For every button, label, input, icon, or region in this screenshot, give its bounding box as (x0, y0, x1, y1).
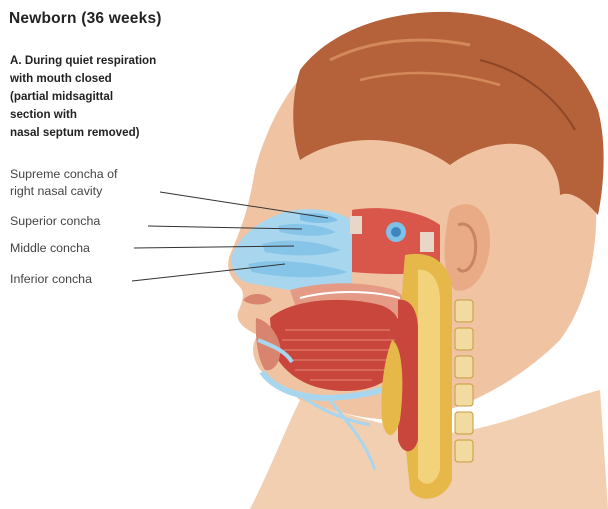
label-supreme-concha-line1: Supreme concha of (10, 166, 117, 183)
caption-line: with mouth closed (10, 70, 250, 88)
caption-line: nasal septum removed) (10, 124, 250, 142)
caption-line: (partial midsagittal (10, 88, 250, 106)
label-superior-concha: Superior concha (10, 213, 100, 230)
label-inferior-concha: Inferior concha (10, 271, 92, 288)
page-title: Newborn (36 weeks) (9, 10, 162, 28)
label-supreme-concha-line2: right nasal cavity (10, 183, 102, 200)
caption: A. During quiet respiration with mouth c… (10, 52, 250, 142)
caption-line: section with (10, 106, 250, 124)
caption-line: A. During quiet respiration (10, 52, 250, 70)
label-middle-concha: Middle concha (10, 240, 90, 257)
